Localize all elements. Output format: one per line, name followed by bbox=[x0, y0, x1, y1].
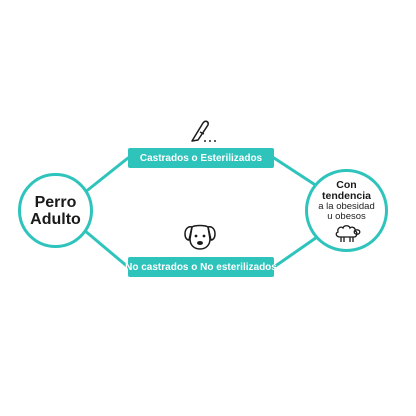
dog-face-icon bbox=[184, 224, 216, 250]
scalpel-icon bbox=[191, 120, 216, 142]
node-right-line4: u obesos bbox=[327, 210, 366, 222]
sheep-icon bbox=[335, 224, 360, 242]
node-obesidad: Con tendencia a la obesidad u obesos bbox=[305, 169, 388, 252]
node-left-line1: Perro bbox=[34, 193, 77, 211]
node-right-line1: Con bbox=[336, 178, 357, 191]
node-right-line3: a la obesidad bbox=[318, 200, 375, 212]
node-left-line2: Adulto bbox=[30, 210, 81, 228]
node-perro-adulto: Perro Adulto bbox=[18, 173, 93, 248]
node-right-line2: tendencia bbox=[321, 189, 371, 202]
label-no-castrados: No castrados o No esterilizados bbox=[125, 257, 277, 277]
label-castrados: Castrados o Esterilizados bbox=[128, 148, 274, 168]
